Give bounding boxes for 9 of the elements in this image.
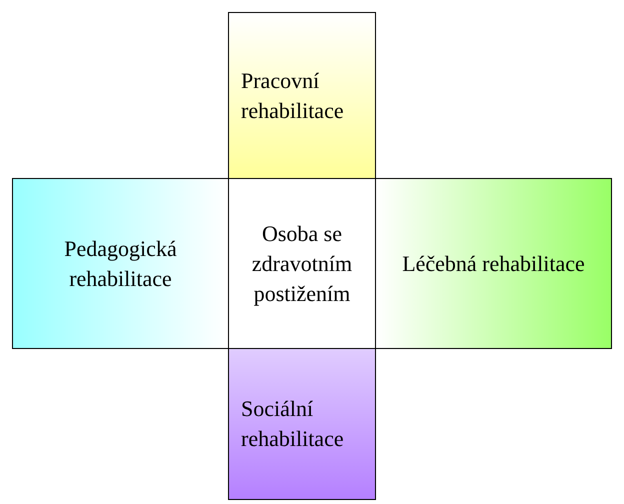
rehabilitation-box: [228, 12, 376, 179]
rehabilitation-box: [12, 178, 229, 349]
rehabilitation-box: [375, 178, 612, 349]
box-label: Pedagogická rehabilitace: [63, 234, 178, 292]
box-label: Osoba se zdravotním postižením: [250, 220, 354, 308]
box-label: Léčebná rehabilitace: [402, 250, 585, 278]
rehabilitation-box: [228, 348, 376, 500]
box-label: Pracovní rehabilitace: [241, 66, 345, 124]
box-label: Sociální rehabilitace: [241, 395, 345, 453]
